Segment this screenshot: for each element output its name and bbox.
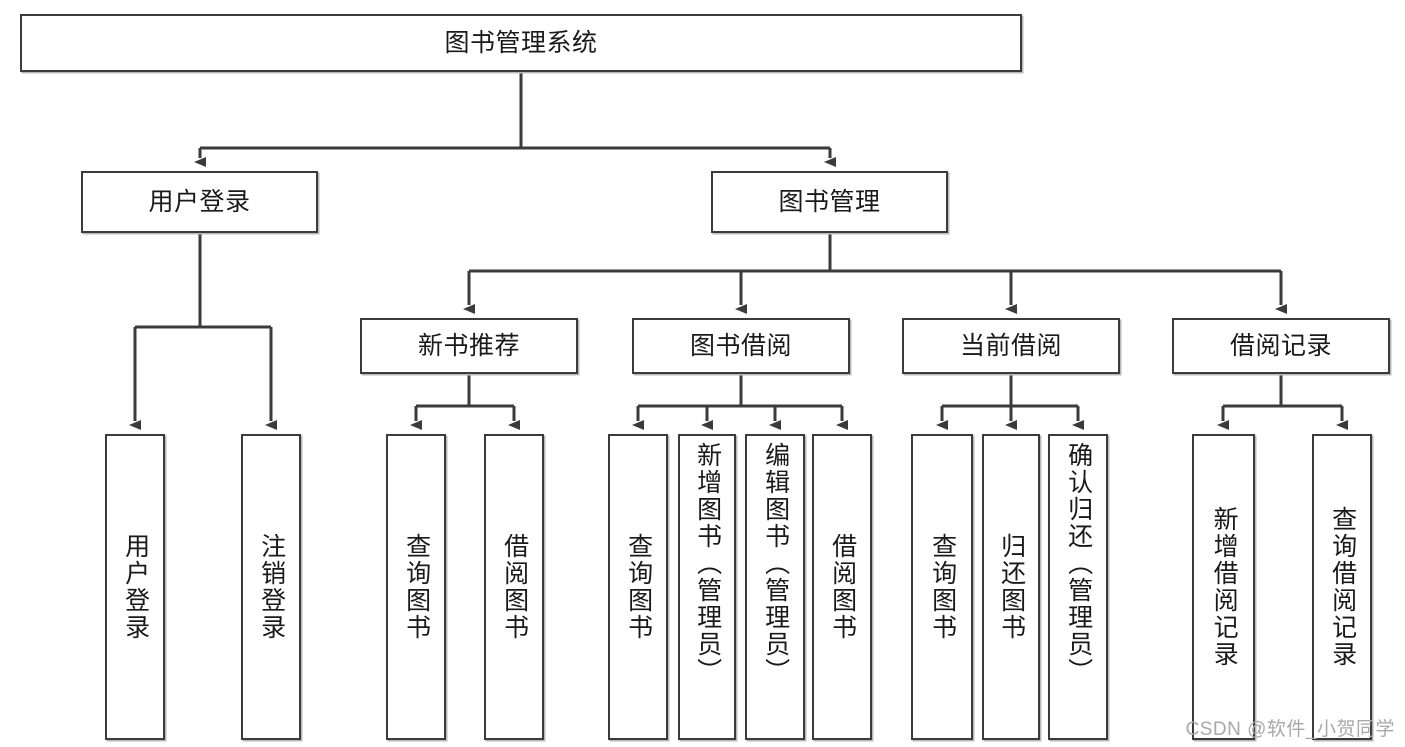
node-leaf-add-book-admin[interactable]: 新增图书（管理员） [678, 434, 736, 740]
node-leaf-return-book-label: 归还图书 [997, 533, 1026, 641]
node-new-book-recommend[interactable]: 新书推荐 [360, 318, 578, 374]
node-leaf-logout-login-label: 注销登录 [257, 533, 286, 641]
node-book-management[interactable]: 图书管理 [711, 171, 948, 233]
node-leaf-query-book-borrow-label: 查询图书 [624, 533, 653, 641]
node-leaf-add-book-admin-label: 新增图书（管理员） [693, 442, 722, 685]
node-leaf-confirm-return-admin-label: 确认归还（管理员） [1064, 442, 1093, 685]
node-book-borrow-label: 图书借阅 [689, 331, 792, 360]
node-book-borrow[interactable]: 图书借阅 [632, 318, 850, 374]
node-new-book-recommend-label: 新书推荐 [417, 331, 520, 360]
node-leaf-edit-book-admin-label: 编辑图书（管理员） [761, 442, 790, 685]
node-leaf-borrow-book-label: 借阅图书 [828, 533, 857, 641]
watermark: CSDN @软件_小贺同学 [1185, 719, 1395, 740]
node-leaf-return-book[interactable]: 归还图书 [982, 434, 1040, 740]
node-leaf-query-borrow-record-label: 查询借阅记录 [1328, 506, 1357, 668]
node-borrow-record-label: 借阅记录 [1229, 331, 1332, 360]
node-current-borrow-label: 当前借阅 [959, 331, 1062, 360]
node-leaf-edit-book-admin[interactable]: 编辑图书（管理员） [745, 434, 805, 740]
node-leaf-confirm-return-admin[interactable]: 确认归还（管理员） [1048, 434, 1108, 740]
node-leaf-query-book-rec[interactable]: 查询图书 [386, 434, 446, 740]
node-borrow-record[interactable]: 借阅记录 [1172, 318, 1390, 374]
node-leaf-add-borrow-record[interactable]: 新增借阅记录 [1192, 434, 1255, 740]
node-book-management-label: 图书管理 [778, 187, 881, 216]
node-leaf-add-borrow-record-label: 新增借阅记录 [1210, 506, 1239, 668]
node-leaf-query-book-rec-label: 查询图书 [402, 533, 431, 641]
node-root-label: 图书管理系统 [444, 28, 598, 57]
node-leaf-user-login[interactable]: 用户登录 [105, 434, 165, 740]
node-leaf-borrow-book-rec[interactable]: 借阅图书 [484, 434, 544, 740]
node-leaf-query-book-borrow[interactable]: 查询图书 [608, 434, 668, 740]
node-root[interactable]: 图书管理系统 [20, 14, 1022, 72]
node-leaf-logout-login[interactable]: 注销登录 [241, 434, 301, 740]
node-leaf-user-login-label: 用户登录 [121, 533, 150, 641]
node-leaf-borrow-book[interactable]: 借阅图书 [812, 434, 872, 740]
node-leaf-query-borrow-record[interactable]: 查询借阅记录 [1312, 434, 1372, 740]
node-current-borrow[interactable]: 当前借阅 [902, 318, 1120, 374]
node-leaf-query-book-current[interactable]: 查询图书 [911, 434, 973, 740]
node-leaf-borrow-book-rec-label: 借阅图书 [500, 533, 529, 641]
node-user-login-label: 用户登录 [148, 187, 251, 216]
node-leaf-query-book-current-label: 查询图书 [928, 533, 957, 641]
node-user-login[interactable]: 用户登录 [81, 171, 318, 233]
